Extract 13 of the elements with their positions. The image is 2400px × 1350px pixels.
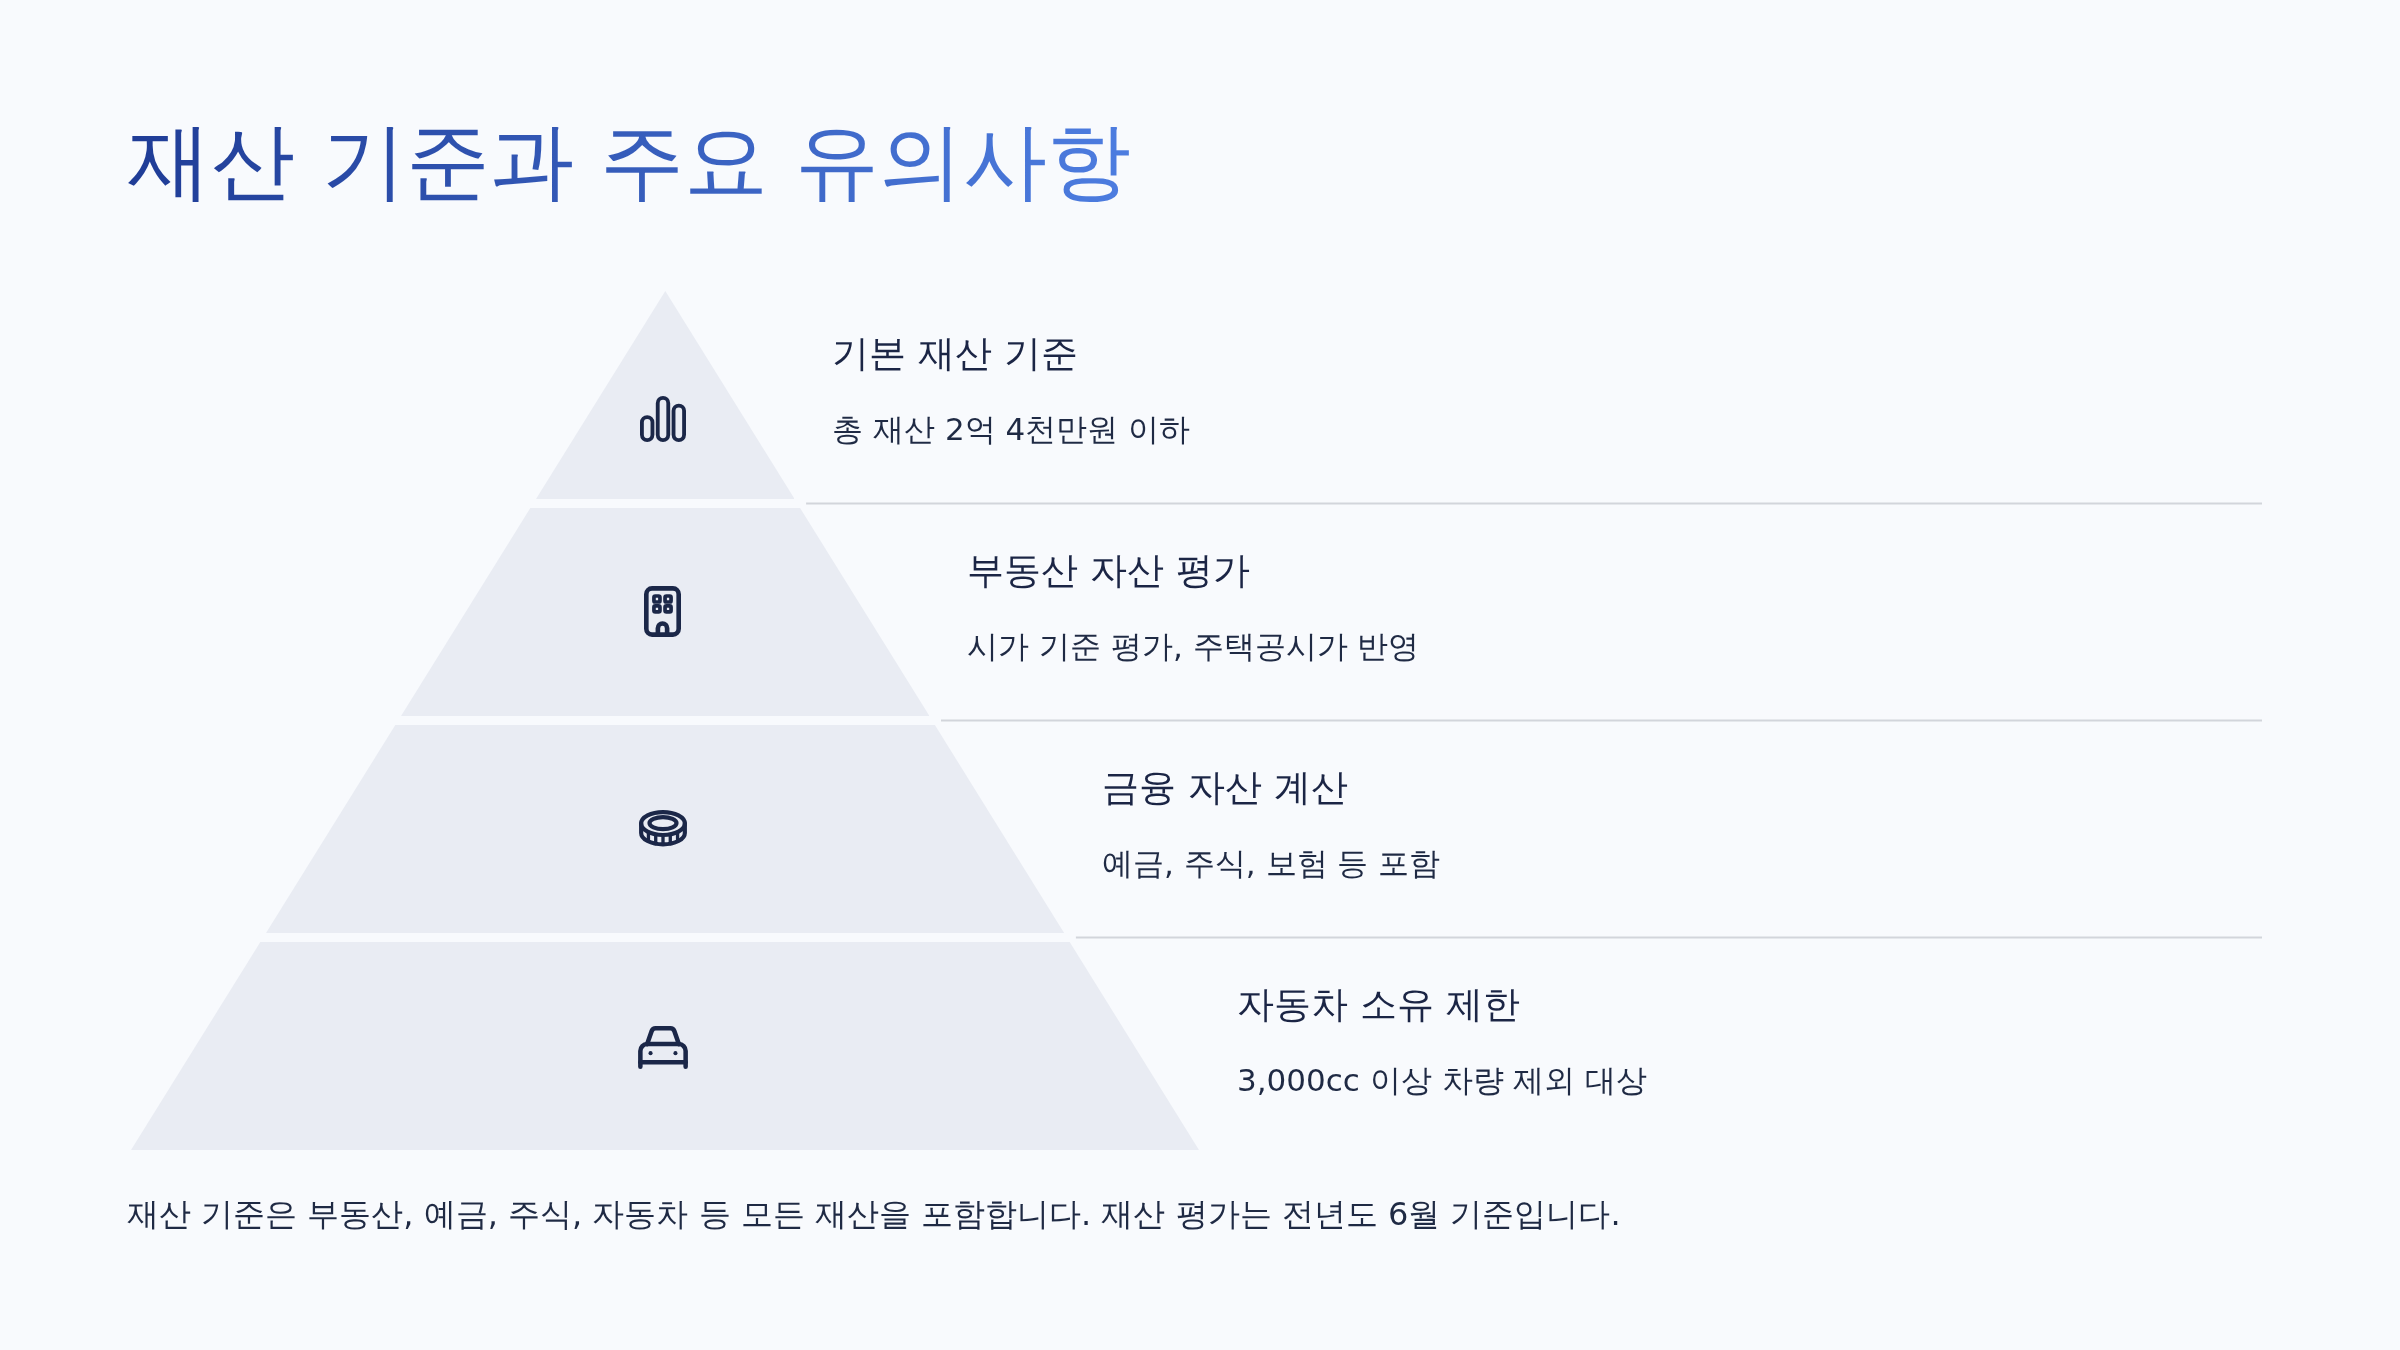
tier-description: 예금, 주식, 보험 등 포함 [1102,845,1441,883]
tier-description: 3,000cc 이상 차량 제외 대상 [1237,1062,1648,1100]
tier-heading: 자동차 소유 제한 [1237,982,1520,1028]
pyramid-tier [131,942,1199,1150]
tier-description: 총 재산 2억 4천만원 이하 [832,411,1191,449]
pyramid-tier [400,508,930,716]
footnote-text: 재산 기준은 부동산, 예금, 주식, 자동차 등 모든 재산을 포함합니다. 재산 평가는 전년도 6월 기준입니다. [127,1195,1621,1234]
pyramid-tier [265,725,1065,933]
tier-heading: 부동산 자산 평가 [967,548,1250,594]
tier-heading: 금융 자산 계산 [1102,765,1348,811]
pyramid-tier [535,291,795,499]
tier-heading: 기본 재산 기준 [832,331,1078,377]
tier-description: 시가 기준 평가, 주택공시가 반영 [967,628,1420,666]
